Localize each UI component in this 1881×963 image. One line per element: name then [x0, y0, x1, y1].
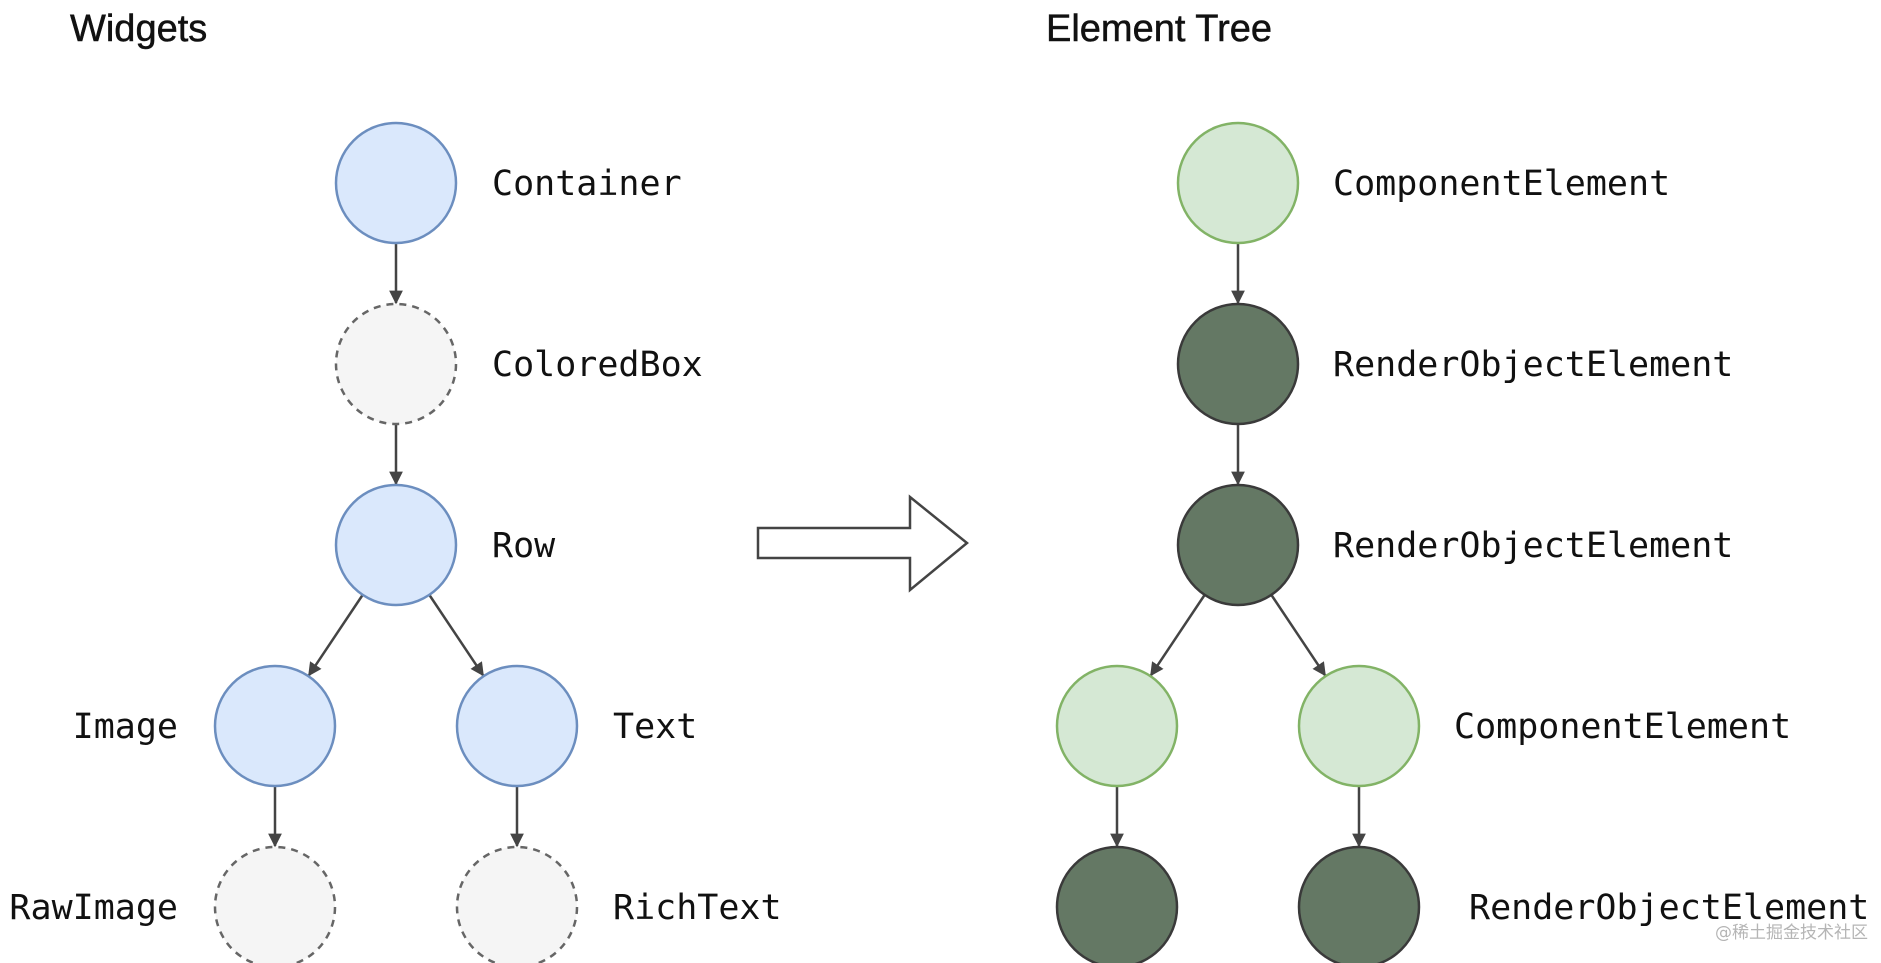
element_tree-label-e1: ComponentElement — [1333, 164, 1670, 204]
element_tree-node-e6 — [1055, 845, 1179, 963]
widgets_tree-node-coloredbox — [334, 302, 458, 426]
element_tree-node-e2 — [1176, 302, 1300, 426]
element_tree-node-e3 — [1176, 483, 1300, 607]
element_tree-node-e5 — [1297, 664, 1421, 788]
widgets_tree-node-text — [455, 664, 579, 788]
widgets_tree-node-rawimage — [213, 845, 337, 963]
element_tree-node-e4 — [1055, 664, 1179, 788]
widgets_tree-label-rawimage: RawImage — [9, 888, 178, 928]
widgets_tree-node-container — [334, 121, 458, 245]
element_tree-edge-e3-to-e5 — [1270, 594, 1327, 677]
widgets_tree-edge-row-to-image — [307, 594, 364, 677]
watermark: @稀土掘金技术社区 — [1715, 923, 1868, 943]
widgets_tree-label-coloredbox: ColoredBox — [492, 345, 703, 385]
widgets_tree-label-image: Image — [73, 707, 178, 747]
widgets_tree-label-container: Container — [492, 164, 682, 204]
widgets_tree-label-row: Row — [492, 526, 556, 566]
element-tree-title: Element Tree — [1046, 8, 1273, 51]
widgets_tree-node-richtext — [455, 845, 579, 963]
widgets_tree-label-text: Text — [613, 707, 697, 747]
element_tree-node-e1 — [1176, 121, 1300, 245]
element_tree-label-e2: RenderObjectElement — [1333, 345, 1733, 385]
element_tree-label-e7: RenderObjectElement — [1469, 888, 1869, 928]
edges-layer — [268, 243, 1366, 848]
element_tree-edge-e3-to-e4 — [1149, 594, 1206, 677]
element_tree-node-e7 — [1297, 845, 1421, 963]
nodes-layer — [213, 121, 1421, 963]
widgets_tree-node-row — [334, 483, 458, 607]
widgets_tree-label-richtext: RichText — [613, 888, 782, 928]
element_tree-label-e5: ComponentElement — [1454, 707, 1791, 747]
hollow-right-arrow-icon — [756, 494, 969, 593]
widgets-tree-title: Widgets — [70, 8, 208, 51]
widgets_tree-edge-row-to-text — [428, 594, 485, 677]
element_tree-label-e3: RenderObjectElement — [1333, 526, 1733, 566]
widgets_tree-node-image — [213, 664, 337, 788]
